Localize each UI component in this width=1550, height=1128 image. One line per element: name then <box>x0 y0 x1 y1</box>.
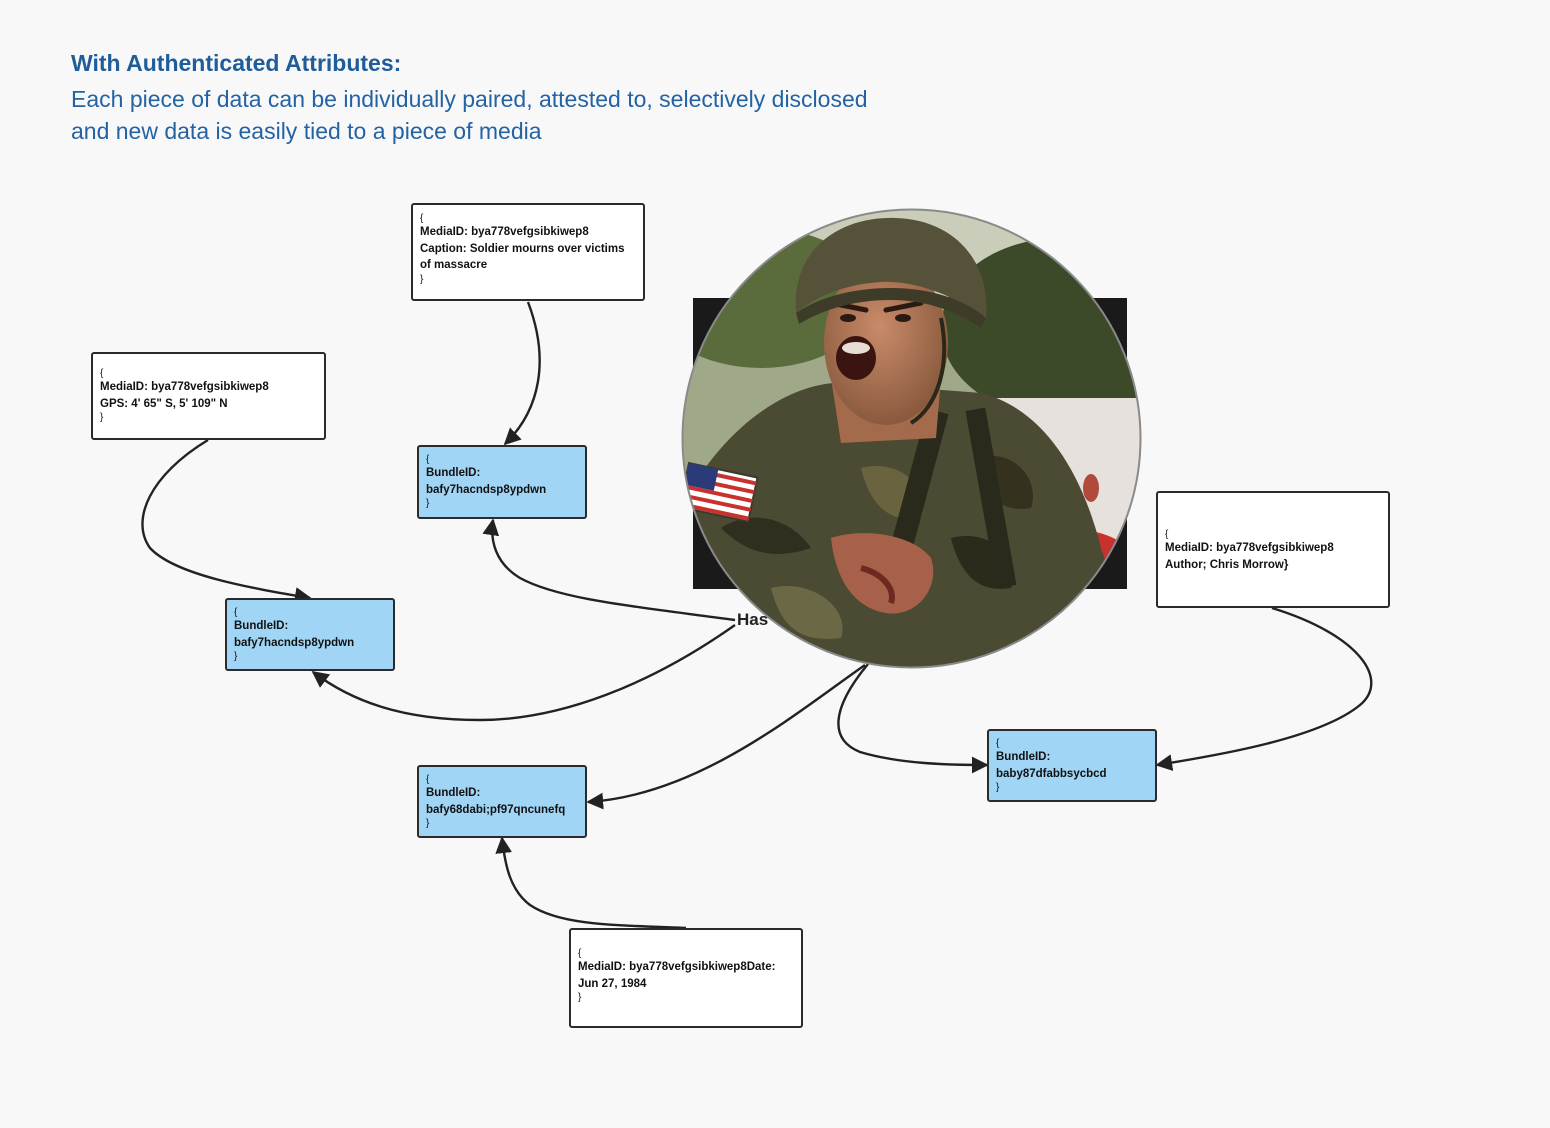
bundle-top-label: BundleID: <box>426 467 481 479</box>
media-label: Has <box>737 610 769 629</box>
page-subtitle: Each piece of data can be individually p… <box>71 83 971 147</box>
date-open-brace: { <box>578 948 582 959</box>
connector-media-to-bottom-bundle <box>586 664 866 810</box>
caption-media-id: MediaID: bya778vefgsibkiwep8 <box>420 226 589 238</box>
subtitle-line-2: and new data is easily tied to a piece o… <box>71 118 542 144</box>
bundle-box-right: { BundleID: baby87dfabbsycbcd } <box>987 729 1157 802</box>
media-photo <box>681 208 1142 669</box>
page-title: With Authenticated Attributes: <box>71 50 402 76</box>
connector-author-to-bundle <box>1155 606 1373 771</box>
date-media-id: MediaID: bya778vefgsibkiwep8Date: <box>578 961 776 973</box>
bundle-right-id: baby87dfabbsycbcd <box>996 767 1107 780</box>
connector-caption-to-bundle <box>503 301 541 446</box>
bundle-left-label: BundleID: <box>234 620 289 632</box>
bundle-top-open-brace: { <box>426 454 430 465</box>
bundle-bottom-open-brace: { <box>426 774 430 785</box>
bundle-right-label: BundleID: <box>996 751 1051 763</box>
subtitle-line-1: Each piece of data can be individually p… <box>71 86 868 112</box>
caption-attribute-box: { MediaID: bya778vefgsibkiwep8 Caption: … <box>411 203 645 301</box>
connector-gps-to-bundle <box>141 438 312 604</box>
date-value: Jun 27, 1984 <box>578 977 647 990</box>
bundle-left-id: bafy7hacndsp8ypdwn <box>234 636 355 649</box>
connector-media-to-left-bundle <box>311 624 736 722</box>
bundle-bottom-close-brace: } <box>426 818 430 829</box>
bundle-box-left: { BundleID: bafy7hacndsp8ypdwn } <box>225 598 395 671</box>
bundle-box-bottom: { BundleID: bafy68dabi;pf97qncunefq } <box>417 765 587 838</box>
bundle-left-close-brace: } <box>234 651 238 662</box>
date-attribute-box: { MediaID: bya778vefgsibkiwep8Date: Jun … <box>569 928 803 1028</box>
bundle-bottom-id: bafy68dabi;pf97qncunefq <box>426 803 566 816</box>
connector-media-to-right-bundle <box>837 663 989 774</box>
connector-date-to-bundle <box>495 836 687 930</box>
gps-media-id: MediaID: bya778vefgsibkiwep8 <box>100 381 269 393</box>
bundle-top-close-brace: } <box>426 498 430 509</box>
caption-open-brace: { <box>420 213 424 224</box>
author-name: Author; Chris Morrow} <box>1165 558 1289 571</box>
author-attribute-box: { MediaID: bya778vefgsibkiwep8 Author; C… <box>1156 491 1390 608</box>
bundle-right-open-brace: { <box>996 738 1000 749</box>
connector-media-to-top-bundle <box>482 518 736 622</box>
gps-coordinates: GPS: 4' 65" S, 5' 109" N <box>100 397 228 410</box>
bundle-top-id: bafy7hacndsp8ypdwn <box>426 483 547 496</box>
bundle-bottom-label: BundleID: <box>426 787 481 799</box>
author-open-brace: { <box>1165 529 1169 540</box>
gps-close-brace: } <box>100 412 104 423</box>
bundle-right-close-brace: } <box>996 782 1000 793</box>
date-close-brace: } <box>578 992 582 1003</box>
author-media-id: MediaID: bya778vefgsibkiwep8 <box>1165 542 1334 554</box>
bundle-box-top: { BundleID: bafy7hacndsp8ypdwn } <box>417 445 587 519</box>
caption-close-brace: } <box>420 273 424 285</box>
gps-open-brace: { <box>100 368 104 379</box>
caption-text-line-1: Caption: Soldier mourns over victims <box>420 242 625 255</box>
caption-text-line-2: of massacre <box>420 259 488 271</box>
gps-attribute-box: { MediaID: bya778vefgsibkiwep8 GPS: 4' 6… <box>91 352 326 440</box>
us-flag-patch-icon <box>682 461 759 523</box>
bundle-left-open-brace: { <box>234 607 238 618</box>
